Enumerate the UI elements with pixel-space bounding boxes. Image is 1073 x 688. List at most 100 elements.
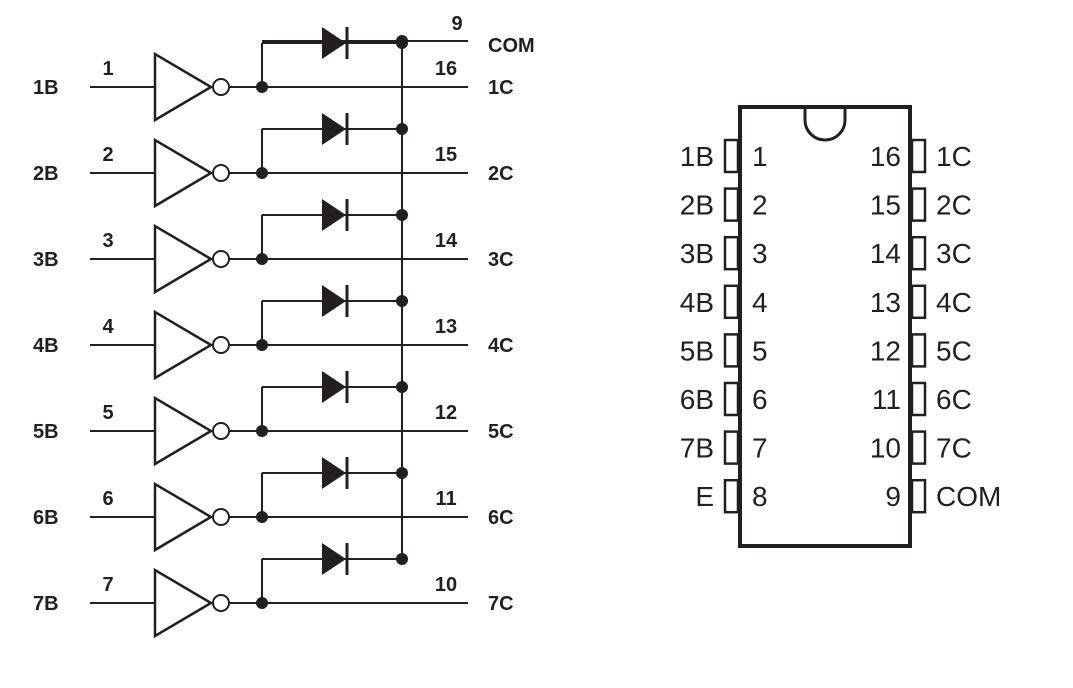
bus-junction-dot-3 xyxy=(396,209,408,221)
inverter-symbol-4 xyxy=(153,309,214,381)
package-body xyxy=(738,105,912,548)
inverter-symbol-6 xyxy=(153,481,214,553)
package-right-pin-number-4: 13 xyxy=(870,287,901,318)
package-left-pin-number-6: 6 xyxy=(752,384,768,415)
output-pin-5: 12 xyxy=(435,402,457,424)
input-pin-6: 6 xyxy=(102,488,113,510)
package-right-pin-name-6: 6C xyxy=(936,384,972,415)
bus-junction-dot-7 xyxy=(396,553,408,565)
package-right-pin-number-6: 11 xyxy=(872,384,901,415)
input-pin-4: 4 xyxy=(102,316,114,338)
package-right-pin-3 xyxy=(910,235,927,271)
diode-symbol-5 xyxy=(322,371,346,403)
output-label-5: 5C xyxy=(488,421,514,443)
package-right-pin-name-4: 4C xyxy=(936,287,972,318)
diode-symbol-4 xyxy=(322,285,346,317)
input-label-2: 2B xyxy=(33,163,59,185)
inverter-symbol-5 xyxy=(153,395,214,467)
package-left-pin-name-1: 1B xyxy=(680,141,714,172)
package-left-pin-number-5: 5 xyxy=(752,335,768,366)
package-left-pin-number-2: 2 xyxy=(752,190,768,221)
package-right-pin-number-8: 9 xyxy=(885,481,901,512)
package-notch xyxy=(803,109,847,142)
package-left-pin-name-3: 3B xyxy=(680,238,714,269)
package-right-pin-number-3: 14 xyxy=(870,238,901,269)
package-right-pin-number-2: 15 xyxy=(870,190,901,221)
bus-junction-dot-6 xyxy=(396,467,408,479)
input-pin-2: 2 xyxy=(102,144,113,166)
input-label-1: 1B xyxy=(33,77,59,99)
package-left-pin-name-4: 4B xyxy=(680,287,714,318)
diode-symbol-1 xyxy=(322,27,346,59)
package-left-pin-4 xyxy=(723,284,740,320)
package-left-pin-6 xyxy=(723,381,740,417)
package-right-pin-6 xyxy=(910,381,927,417)
package-right-pin-number-1: 16 xyxy=(870,141,901,172)
inverter-symbol-2 xyxy=(153,137,214,209)
bus-junction-dot-5 xyxy=(396,381,408,393)
output-pin-4: 13 xyxy=(435,316,457,338)
inverter-symbol-3 xyxy=(153,223,214,295)
output-label-6: 6C xyxy=(488,507,514,529)
package-right-pin-name-8: COM xyxy=(936,481,1001,512)
output-pin-1: 16 xyxy=(435,58,457,80)
output-label-7: 7C xyxy=(488,593,514,615)
package-right-pin-7 xyxy=(910,430,927,465)
package-right-pin-4 xyxy=(910,284,927,320)
package-left-pin-number-1: 1 xyxy=(752,141,768,172)
package-right-pin-2 xyxy=(910,187,927,222)
package-right-pin-name-1: 1C xyxy=(936,141,972,172)
bus-junction-dot-1 xyxy=(396,37,408,49)
package-right-pin-1 xyxy=(910,138,927,174)
input-pin-7: 7 xyxy=(102,574,113,596)
package-left-pin-7 xyxy=(723,430,740,465)
package-left-pin-name-8: E xyxy=(695,481,714,512)
package-left-pin-5 xyxy=(723,333,740,368)
package-right-pin-5 xyxy=(910,333,927,368)
package-left-pin-8 xyxy=(723,478,740,514)
inverter-symbol-1 xyxy=(153,51,214,123)
output-label-1: 1C xyxy=(488,77,514,99)
bus-junction-dot-2 xyxy=(396,123,408,135)
diode-symbol-2 xyxy=(322,113,346,145)
input-label-3: 3B xyxy=(33,249,59,271)
diode-symbol-6 xyxy=(322,457,346,489)
input-label-6: 6B xyxy=(33,507,59,529)
com-pin-number: 9 xyxy=(451,13,462,35)
input-label-5: 5B xyxy=(33,421,59,443)
output-pin-6: 11 xyxy=(435,488,456,510)
input-pin-5: 5 xyxy=(102,402,113,424)
package-left-pin-2 xyxy=(723,187,740,222)
package-left-pin-number-7: 7 xyxy=(752,433,768,464)
package-right-pin-name-3: 3C xyxy=(936,238,972,269)
package-left-pin-number-8: 8 xyxy=(752,481,768,512)
package-left-pin-number-4: 4 xyxy=(752,287,768,318)
diode-symbol-7 xyxy=(322,543,346,575)
package-left-pin-name-5: 5B xyxy=(680,335,714,366)
input-label-7: 7B xyxy=(33,593,59,615)
package-right-pin-name-2: 2C xyxy=(936,190,972,221)
input-pin-1: 1 xyxy=(102,58,113,80)
package-left-pin-name-2: 2B xyxy=(680,190,714,221)
output-label-3: 3C xyxy=(488,249,514,271)
output-pin-3: 14 xyxy=(435,230,458,252)
output-pin-7: 10 xyxy=(435,574,457,596)
package-left-pin-3 xyxy=(723,235,740,271)
package-left-pin-name-7: 7B xyxy=(680,433,714,464)
package-right-pin-name-5: 5C xyxy=(936,335,972,366)
output-pin-2: 15 xyxy=(435,144,457,166)
package-left-pin-number-3: 3 xyxy=(752,238,768,269)
package-right-pin-number-5: 12 xyxy=(870,335,901,366)
com-label: COM xyxy=(488,35,535,57)
output-label-4: 4C xyxy=(488,335,514,357)
input-label-4: 4B xyxy=(33,335,59,357)
diode-symbol-3 xyxy=(322,199,346,231)
package-left-pin-1 xyxy=(723,138,740,174)
package-right-pin-name-7: 7C xyxy=(936,433,972,464)
package-left-pin-name-6: 6B xyxy=(680,384,714,415)
inverter-symbol-7 xyxy=(153,567,214,639)
package-right-pin-8 xyxy=(910,478,927,514)
bus-junction-dot-4 xyxy=(396,295,408,307)
